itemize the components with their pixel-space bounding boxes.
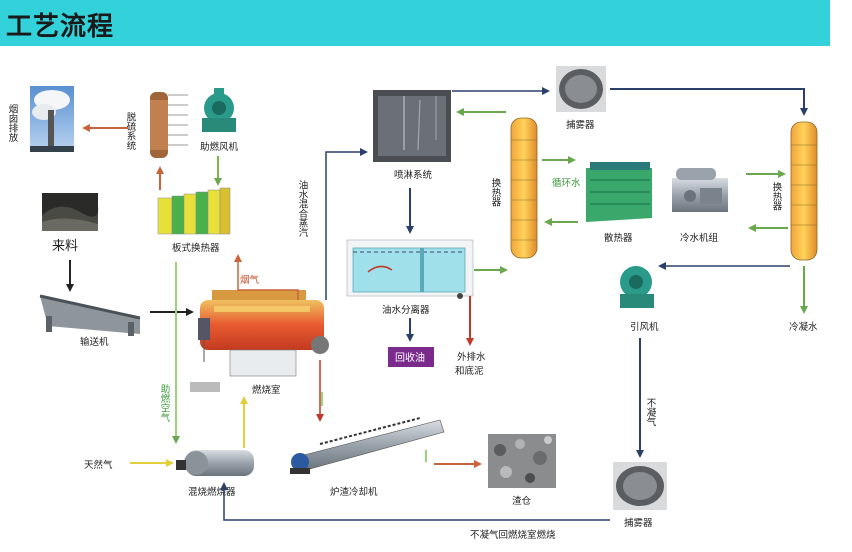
mist-catcher-bottom-label: 捕雾器 bbox=[624, 517, 653, 529]
combustion-fan-image bbox=[202, 88, 236, 132]
mist-catcher-top-label: 捕雾器 bbox=[566, 119, 595, 131]
oil-water-steam-label: 油水混合蒸汽 bbox=[297, 179, 309, 237]
heat-exchanger-left-label: 换热器 bbox=[490, 177, 502, 206]
conveyor-label: 输送机 bbox=[80, 336, 109, 348]
natural-gas-label: 天然气 bbox=[84, 459, 113, 471]
non-condensable-label: 不凝气 bbox=[645, 398, 657, 427]
circulating-water-label: 循环水 bbox=[552, 177, 581, 189]
desulfurization-tower-image bbox=[150, 92, 188, 158]
arrow-flue-gas bbox=[234, 254, 299, 300]
smoke-exhaust-label: 烟囱排放 bbox=[7, 103, 19, 143]
conveyor-image bbox=[39, 294, 141, 336]
radiator-label: 散热器 bbox=[604, 232, 633, 244]
combustion-air-label: 助燃空气 bbox=[159, 383, 171, 422]
oil-water-separator-label: 油水分离器 bbox=[382, 304, 430, 316]
slag-bin-label: 渣仓 bbox=[512, 495, 532, 507]
combustion-fan-label: 助燃风机 bbox=[200, 141, 239, 153]
desulfurization-label: 脱硫系统 bbox=[125, 111, 137, 151]
condensate-label: 冷凝水 bbox=[789, 321, 818, 333]
return-burn-label: 不凝气回燃烧室燃烧 bbox=[470, 529, 556, 541]
combustion-chamber-label: 燃烧室 bbox=[252, 384, 281, 396]
page-title: 工艺流程 bbox=[6, 12, 115, 42]
induced-fan-image bbox=[620, 266, 654, 308]
drain-sludge-label-2: 和底泥 bbox=[455, 365, 484, 377]
radiator-image bbox=[586, 162, 652, 222]
heat-exchanger-right-image bbox=[790, 121, 818, 261]
recovered-oil-label: 回收油 bbox=[395, 351, 425, 364]
chiller-image bbox=[672, 168, 728, 212]
slag-bin-image bbox=[488, 434, 556, 488]
smoke-stack-image bbox=[30, 86, 74, 152]
title-bar: 工艺流程 bbox=[0, 0, 830, 46]
spray-system-image bbox=[373, 90, 451, 162]
plate-heat-exchanger-image bbox=[157, 187, 231, 235]
heat-exchanger-left-image bbox=[510, 117, 538, 259]
spray-system-label: 喷淋系统 bbox=[394, 169, 433, 181]
heat-exchanger-right-label: 换热器 bbox=[771, 181, 783, 210]
mixed-burner-label: 混烧燃烧器 bbox=[188, 486, 236, 498]
mist-catcher-top-image bbox=[556, 66, 606, 112]
mixed-burner-image bbox=[176, 450, 254, 476]
drain-sludge-label-1: 外排水 bbox=[457, 351, 486, 363]
feed-label: 来料 bbox=[52, 239, 78, 254]
arrow-steam-to-spray bbox=[325, 148, 368, 300]
induced-fan-label: 引风机 bbox=[630, 321, 659, 333]
chiller-label: 冷水机组 bbox=[680, 232, 719, 244]
flue-gas-label: 烟气 bbox=[240, 274, 260, 286]
recovered-oil-box bbox=[388, 347, 434, 367]
slag-cooler-image bbox=[290, 417, 445, 474]
arrow-mist-to-right-exchanger bbox=[610, 88, 808, 116]
oil-water-separator-image bbox=[346, 239, 474, 299]
rotary-kiln-image bbox=[190, 290, 329, 392]
plate-exchanger-label: 板式换热器 bbox=[172, 242, 220, 254]
feed-material-image bbox=[42, 193, 99, 231]
slag-cooler-label: 炉渣冷却机 bbox=[330, 486, 378, 498]
arrow-return-to-burner bbox=[220, 482, 610, 521]
mist-catcher-bottom-image bbox=[613, 462, 667, 510]
